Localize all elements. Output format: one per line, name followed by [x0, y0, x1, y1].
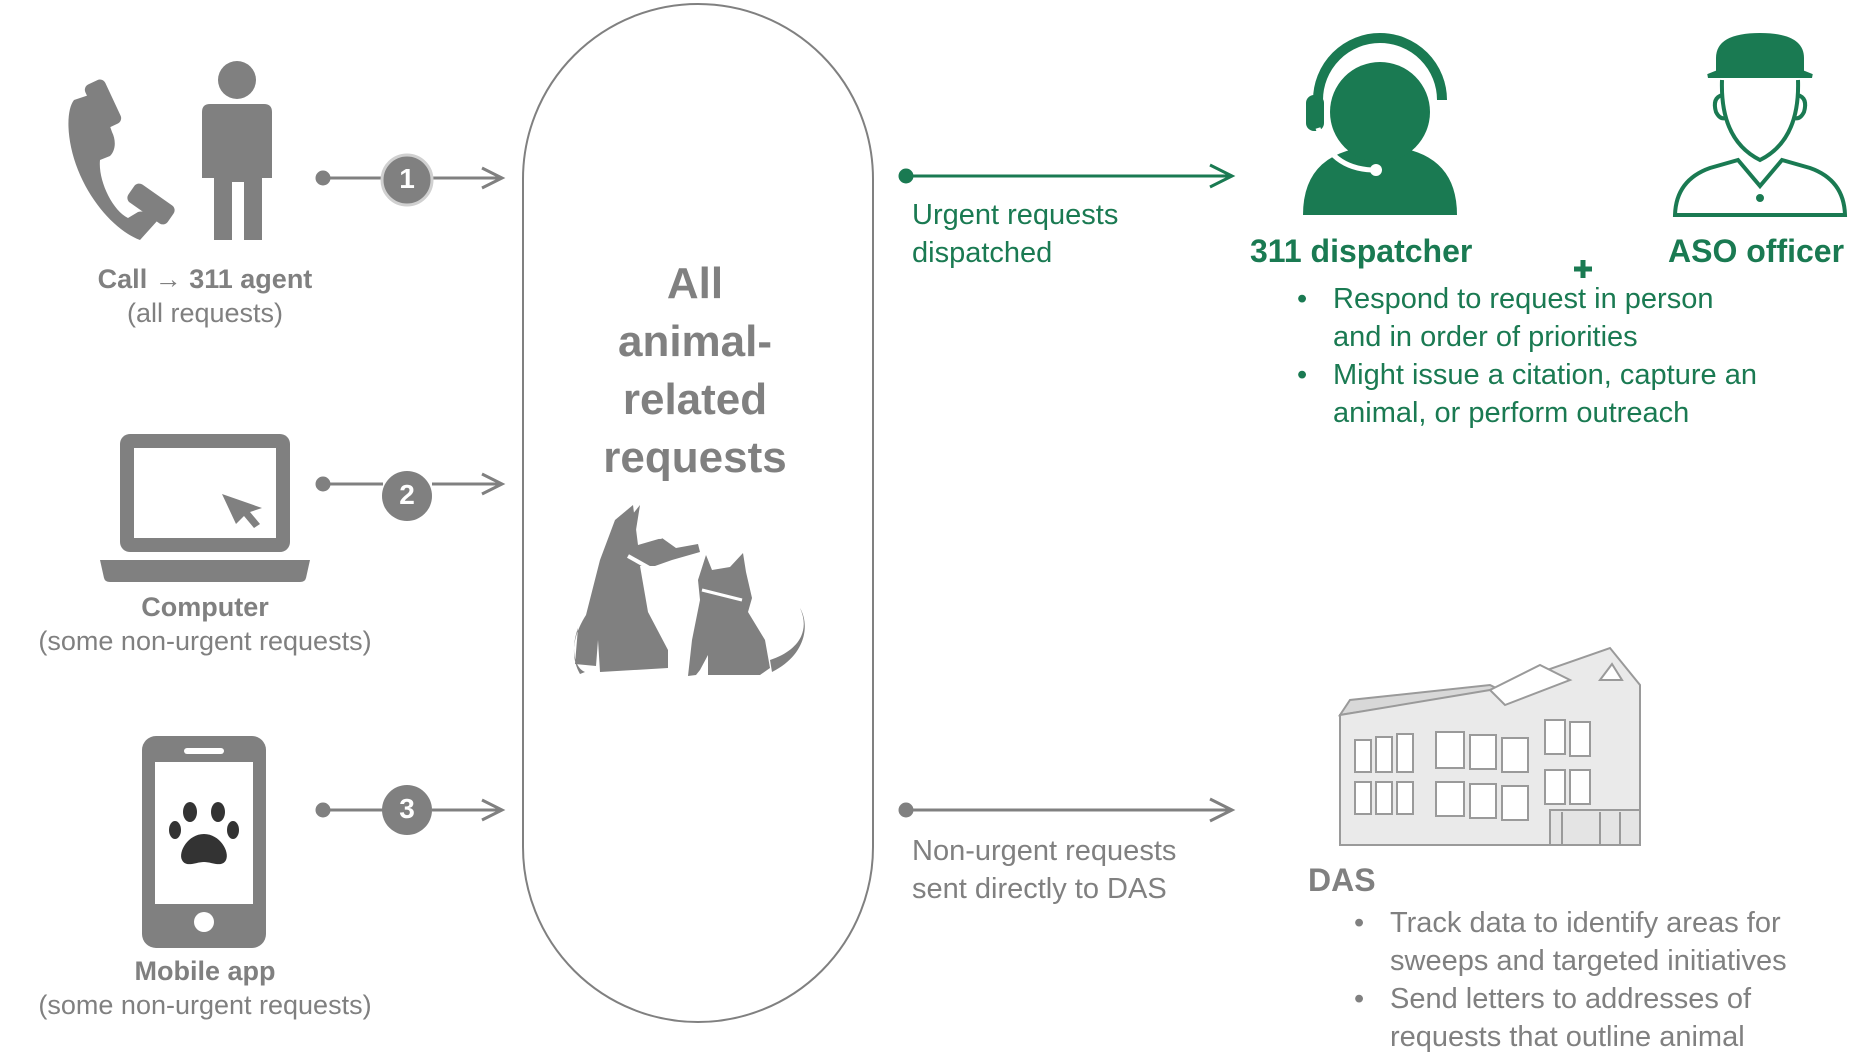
- step-badge-2: [382, 471, 432, 521]
- urgent-arrow: [898, 163, 1236, 189]
- phone-icon: [68, 79, 175, 240]
- urgent-label-line: dispatched: [912, 237, 1053, 269]
- bullet-line: animal, or perform outreach: [1333, 397, 1690, 429]
- non-urgent-label-line: Non-urgent requests: [912, 835, 1177, 867]
- non-urgent-arrow: [898, 797, 1236, 823]
- smartphone-paw-icon: [142, 736, 266, 948]
- plus-sign: [1574, 260, 1592, 278]
- urgent-bullet: Might issue a citation, capture an anima…: [1295, 356, 1855, 432]
- dog-and-cat-icon: [573, 505, 805, 676]
- das-building-icon: [1337, 646, 1641, 846]
- das-bullets: Track data to identify areas for sweeps …: [1352, 904, 1862, 1056]
- input-arrow-2: [315, 472, 506, 496]
- das-bullet: Track data to identify areas for sweeps …: [1352, 904, 1862, 980]
- center-title: All animal- related requests: [560, 255, 830, 487]
- bullet-line: Track data to identify areas for: [1390, 907, 1781, 939]
- center-title-line: related: [622, 375, 768, 424]
- bullet-line: Send letters to addresses of: [1390, 983, 1752, 1015]
- center-title-line: requests: [603, 433, 787, 482]
- step-badge-3: [382, 785, 432, 835]
- bullet-line: Respond to request in person: [1333, 283, 1714, 315]
- urgent-label: Urgent requests dispatched: [912, 196, 1212, 272]
- bullet-line: requests that outline animal: [1390, 1021, 1745, 1053]
- bullet-line: sweeps and targeted initiatives: [1390, 945, 1787, 977]
- role-aso-officer: ASO officer: [1668, 233, 1845, 269]
- step-badge-1: [380, 153, 434, 207]
- urgent-bullet: Respond to request in person and in orde…: [1295, 280, 1855, 356]
- das-label: DAS: [1308, 862, 1376, 898]
- source-call-arrow: →: [154, 264, 182, 294]
- step-number-1: 1: [399, 163, 415, 194]
- urgent-label-line: Urgent requests: [912, 199, 1119, 231]
- role-311-dispatcher: 311 dispatcher: [1250, 233, 1473, 269]
- das-bullet: Send letters to addresses of requests th…: [1352, 980, 1862, 1056]
- center-title-line: All: [666, 259, 724, 308]
- source-label-computer: Computer (some non-urgent requests): [0, 590, 410, 658]
- source-call-agent: 311 agent: [189, 264, 313, 294]
- source-computer-sub: (some non-urgent requests): [38, 626, 372, 656]
- source-label-call: Call → 311 agent (all requests): [40, 262, 370, 330]
- source-call-sub: (all requests): [126, 298, 284, 328]
- dispatcher-headset-icon: [1303, 33, 1457, 215]
- bullet-line: Might issue a citation, capture an: [1333, 359, 1757, 391]
- input-arrow-1: [315, 166, 506, 190]
- requests-pool-pill: [522, 3, 874, 1023]
- aso-officer-icon: [1672, 32, 1848, 217]
- non-urgent-label-line: sent directly to DAS: [912, 873, 1167, 905]
- bullet-line: and in order of priorities: [1333, 321, 1638, 353]
- step-number-2: 2: [399, 479, 415, 510]
- flow-diagram: [68, 3, 1848, 1023]
- source-computer-title: Computer: [141, 592, 269, 622]
- source-call-title: Call: [97, 264, 148, 294]
- center-title-line: animal-: [617, 317, 773, 366]
- laptop-icon: [100, 434, 310, 582]
- source-mobile-title: Mobile app: [134, 956, 276, 986]
- step-number-3: 3: [399, 793, 415, 824]
- non-urgent-label: Non-urgent requests sent directly to DAS: [912, 832, 1232, 908]
- source-mobile-sub: (some non-urgent requests): [38, 990, 372, 1020]
- input-arrow-3: [315, 798, 506, 822]
- source-label-mobile: Mobile app (some non-urgent requests): [0, 954, 410, 1022]
- urgent-bullets: Respond to request in person and in orde…: [1295, 280, 1855, 432]
- person-icon: [202, 61, 272, 240]
